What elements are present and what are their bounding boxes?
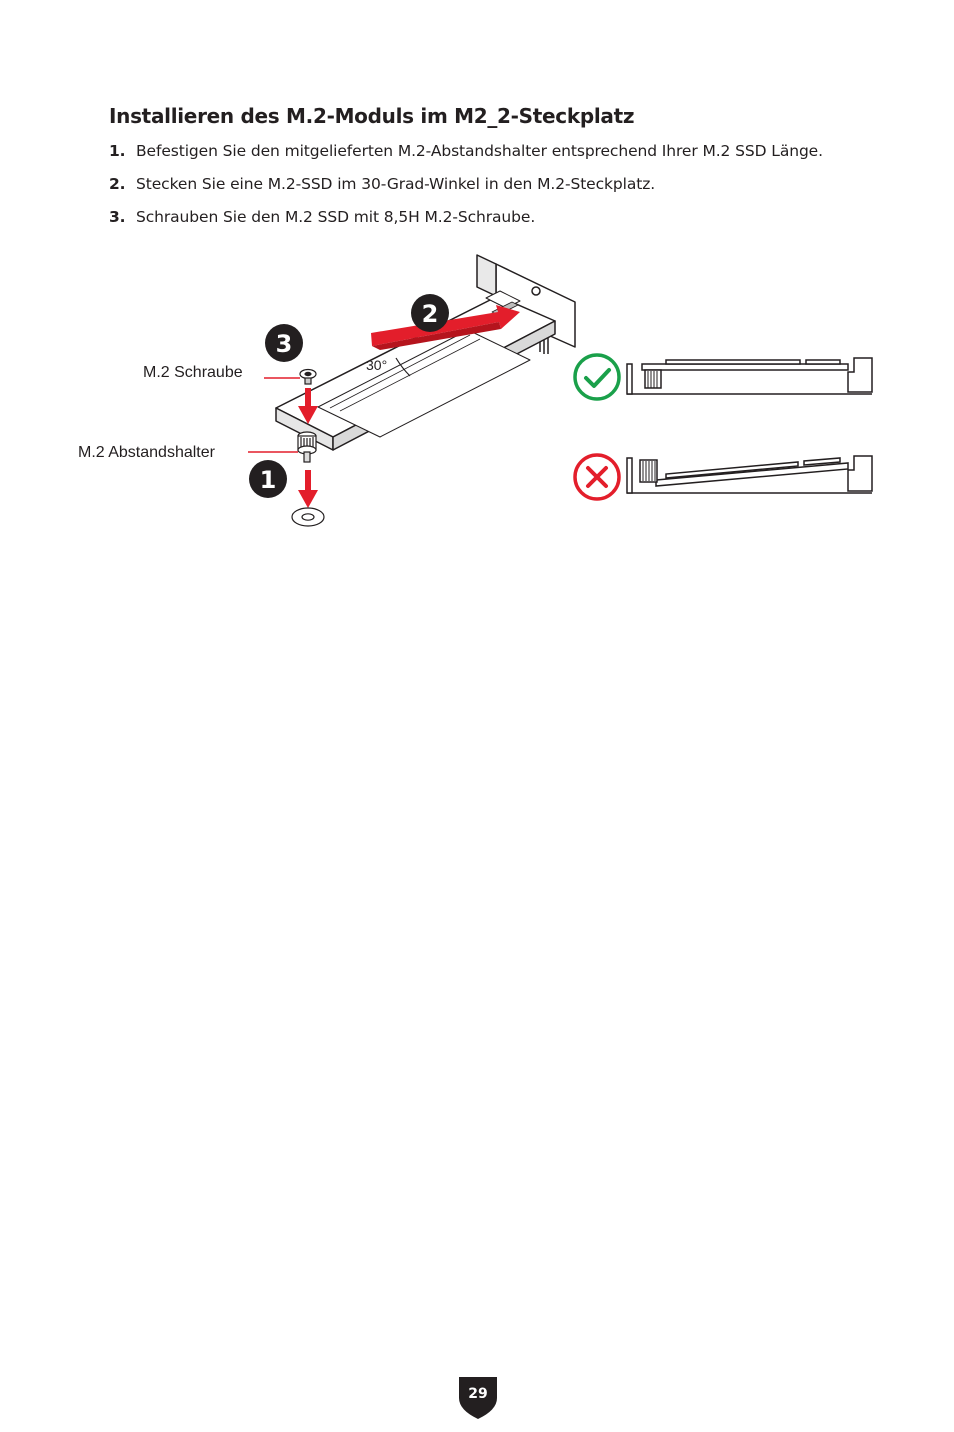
- angle-label: 30°: [366, 357, 387, 373]
- step-text: Stecken Sie eine M.2-SSD im 30-Grad-Wink…: [136, 175, 656, 193]
- screw-label: M.2 Schraube: [143, 364, 243, 381]
- step-1-badge: 1: [249, 460, 287, 498]
- check-circle-icon: [573, 353, 621, 401]
- standoff-down-arrow: [298, 470, 318, 508]
- insert-arrow: [371, 305, 520, 350]
- angle-arc: [395, 357, 411, 377]
- svg-text:3: 3: [276, 330, 293, 358]
- m2-standoff: [297, 431, 317, 463]
- mounting-hole: [291, 507, 325, 527]
- step-3: 3. Schrauben Sie den M.2 SSD mit 8,5H M.…: [109, 206, 849, 229]
- section-title: Installieren des M.2-Moduls im M2_2-Stec…: [109, 104, 635, 128]
- page-number: 29: [468, 1386, 487, 1402]
- standoff-label: M.2 Abstandshalter: [78, 444, 216, 461]
- correct-install: [573, 353, 873, 401]
- page-number-badge: 29: [459, 1377, 497, 1419]
- step-text: Befestigen Sie den mitgelieferten M.2-Ab…: [136, 142, 823, 160]
- wrong-install: [573, 453, 873, 501]
- svg-text:1: 1: [260, 466, 277, 494]
- step-3-badge: 3: [265, 324, 303, 362]
- step-number: 1.: [109, 142, 126, 160]
- x-circle-icon: [573, 453, 621, 501]
- screw-down-arrow: [298, 388, 318, 424]
- step-2: 2. Stecken Sie eine M.2-SSD im 30-Grad-W…: [109, 173, 849, 196]
- step-1: 1. Befestigen Sie den mitgelieferten M.2…: [109, 140, 849, 163]
- m2-screw: [299, 368, 317, 385]
- step-list: 1. Befestigen Sie den mitgelieferten M.2…: [109, 140, 849, 239]
- step-number: 2.: [109, 175, 126, 193]
- step-2-badge: 2: [411, 294, 449, 332]
- step-text: Schrauben Sie den M.2 SSD mit 8,5H M.2-S…: [136, 208, 536, 226]
- step-number: 3.: [109, 208, 126, 226]
- svg-text:2: 2: [422, 300, 439, 328]
